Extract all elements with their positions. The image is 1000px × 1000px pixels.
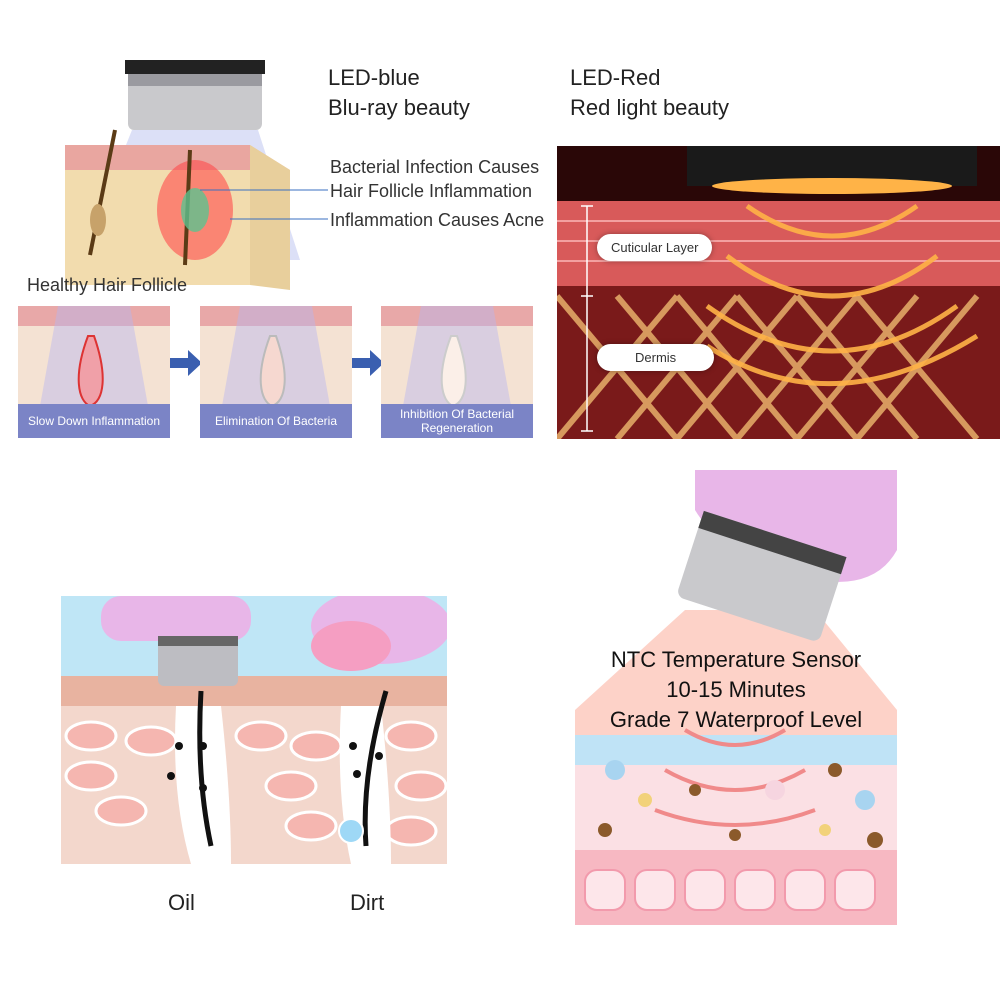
red-title-line2: Red light beauty [570,95,729,120]
label-oil: Oil [168,890,195,915]
step-inhibition: Inhibition Of Bacterial Regeneration [381,306,533,438]
layer-cuticular: Cuticular Layer [597,234,713,261]
blue-title: LED-blue Blu-ray beauty [328,63,470,123]
step-caption: Inhibition Of Bacterial Regeneration [381,404,533,438]
blue-title-line2: Blu-ray beauty [328,95,470,120]
annotation-infection-line2: Hair Follicle Inflammation [330,181,533,201]
red-title: LED-Red Red light beauty [570,63,729,123]
skin-cross-section-icon [65,60,300,290]
step-slow-down: Slow Down Inflammation [18,306,170,438]
annotation-acne: Inflammation Causes Acne [330,210,545,230]
step-elimination: Elimination Of Bacteria [200,306,352,438]
pore-cleansing-icon [61,596,447,864]
feature-ntc: NTC Temperature Sensor [610,647,862,672]
features-text: NTC Temperature Sensor 10-15 Minutes Gra… [575,645,897,735]
blue-title-line1: LED-blue [328,65,420,90]
annotation-infection: Bacterial Infection Causes Hair Follicle… [330,155,539,203]
annotation-healthy: Healthy Hair Follicle [27,275,188,295]
label-dirt: Dirt [350,890,385,915]
annotation-lines [200,189,328,220]
red-light-illustration: Cuticular Layer Dermis [557,146,1000,439]
features-illustration [575,470,897,925]
layer-dermis: Dermis [597,344,715,371]
arrow-right-icon [170,350,202,376]
step-caption: Slow Down Inflammation [18,404,170,438]
step-caption: Elimination Of Bacteria [200,404,352,438]
device-heat-icon [575,470,897,925]
blue-skin-illustration [40,60,310,290]
red-light-skin-icon [557,146,1000,439]
arrow-right-icon [352,350,384,376]
feature-duration: 10-15 Minutes [666,677,806,702]
feature-waterproof: Grade 7 Waterproof Level [609,707,863,732]
cleansing-illustration [61,596,447,864]
annotation-infection-line1: Bacterial Infection Causes [330,157,540,177]
red-title-line1: LED-Red [570,65,661,90]
